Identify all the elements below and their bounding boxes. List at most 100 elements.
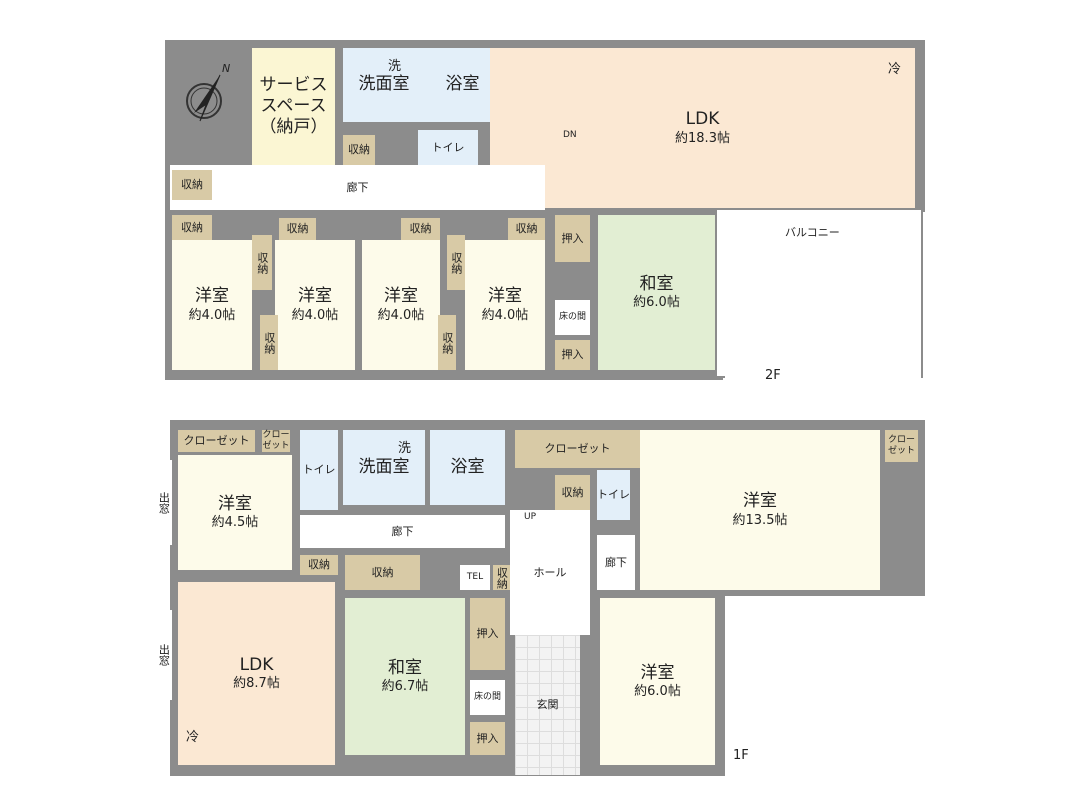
room-size: 約4.0帖 [291, 307, 339, 323]
room-name: サービス スペース （納戸） [259, 74, 328, 138]
room-2f-16: 収納 [252, 235, 272, 290]
room-1f-6: 廊下 [300, 515, 505, 548]
room-1f-9: TEL [460, 565, 490, 590]
room-name: LDK [685, 109, 720, 130]
room-name: 床の間 [473, 691, 501, 702]
room-1f-7: 収納 [300, 555, 338, 575]
room-name: トイレ [431, 140, 465, 154]
room-name: 収納 [440, 331, 454, 354]
room-name: 和室 [388, 657, 422, 678]
floor-label-1f: 1F [733, 748, 749, 763]
room-name: 収納 [181, 220, 203, 234]
room-name: ホール [533, 565, 567, 579]
room-1f-13: トイレ [597, 470, 630, 520]
room-2f-22: 押入 [555, 340, 590, 370]
room-name: クロー ゼット [887, 434, 915, 456]
room-2f-13: 収納 [279, 218, 316, 240]
room-2f-4: トイレ [418, 130, 478, 165]
room-name: 出窓 [157, 491, 171, 514]
room-2f-10: 洋室約4.0帖 [275, 240, 355, 370]
room-name: 浴室 [450, 456, 485, 477]
room-1f-0: クローゼット [178, 430, 255, 452]
fridge-2f: 冷 [888, 62, 902, 77]
room-name: 廊下 [391, 524, 414, 538]
room-name: 収納 [348, 143, 370, 157]
room-name: トイレ [597, 488, 630, 502]
room-name: 収納 [286, 222, 309, 236]
room-name: LDK [239, 654, 274, 675]
room-name: 廊下 [346, 180, 369, 194]
room-1f-3: トイレ [300, 430, 338, 510]
room-name: 洋室 [743, 491, 777, 512]
room-name: 洋室 [640, 662, 675, 683]
room-name: 洋室 [298, 286, 332, 307]
balcony-cutout [725, 250, 921, 385]
room-size: 約6.0帖 [634, 684, 681, 699]
stairs-up-label: UP [524, 512, 537, 522]
room-name: 収納 [308, 558, 330, 572]
room-name: 洋室 [488, 286, 522, 307]
room-1f-21: 床の間 [470, 680, 505, 715]
washer-2f: 洗 [388, 59, 402, 74]
room-1f-22: 押入 [470, 722, 505, 755]
room-1f-5: 浴室 [430, 430, 505, 505]
compass-north-label: N [222, 62, 231, 75]
room-size: 約4.0帖 [377, 307, 425, 323]
room-2f-1: 洗面室 [343, 48, 425, 122]
room-1f-1: クロー ゼット [262, 430, 290, 452]
room-name: 洗面室 [358, 74, 410, 95]
room-name: 和室 [639, 273, 674, 294]
room-2f-11: 洋室約4.0帖 [362, 240, 440, 370]
room-size: 約4.5帖 [211, 515, 259, 530]
room-2f-6: 廊下 [170, 165, 545, 210]
room-size: 約18.3帖 [675, 130, 730, 146]
room-name: 押入 [561, 348, 584, 362]
room-size: 約4.0帖 [481, 307, 529, 323]
room-name: 洋室 [384, 286, 418, 307]
room-name: クローゼット [183, 434, 250, 448]
room-name: 廊下 [605, 555, 627, 569]
fridge-1f: 冷 [186, 730, 200, 745]
room-name: 収納 [371, 565, 394, 579]
room-name: 洗面室 [358, 456, 410, 477]
room-name: 収納 [495, 566, 509, 589]
room-name: 押入 [561, 231, 584, 245]
room-name: 収納 [255, 251, 269, 274]
room-1f-17: クロー ゼット [885, 430, 918, 462]
room-2f-23: 和室約6.0帖 [598, 215, 715, 370]
room-2f-7: 収納 [172, 170, 212, 200]
room-1f-15: ホール [510, 510, 590, 635]
room-2f-14: 収納 [401, 218, 440, 240]
room-name: 玄関 [536, 698, 559, 712]
room-size: 約4.0帖 [188, 307, 236, 323]
room-name: クロー ゼット [262, 429, 290, 451]
room-name: 出窓 [157, 644, 171, 666]
room-name: TEL [466, 571, 484, 582]
floor-label-2f: 2F [765, 368, 781, 383]
room-1f-23: 玄関 [515, 635, 580, 775]
room-size: 約6.0帖 [633, 295, 680, 310]
room-size: 約6.7帖 [381, 679, 429, 694]
room-2f-15: 収納 [508, 218, 545, 240]
room-name: クローゼット [544, 442, 611, 456]
room-name: 収納 [515, 222, 538, 236]
room-name: 収納 [409, 222, 432, 236]
room-1f-26: 出窓 [155, 610, 172, 700]
room-name: 収納 [262, 331, 276, 354]
room-size: 約8.7帖 [233, 676, 280, 691]
room-1f-16: 洋室約13.5帖 [640, 430, 880, 590]
room-name: 収納 [561, 485, 584, 499]
room-size: 約13.5帖 [732, 512, 788, 528]
stairs-dn-label: DN [563, 130, 577, 140]
room-name: 床の間 [558, 311, 586, 322]
room-1f-14: 廊下 [597, 535, 635, 590]
room-name: 押入 [476, 731, 499, 745]
room-1f-20: 押入 [470, 598, 505, 670]
room-1f-2: 洋室約4.5帖 [178, 455, 292, 570]
room-1f-11: クローゼット [515, 430, 640, 468]
room-name: 収納 [449, 251, 463, 274]
room-1f-10: 収納 [493, 565, 510, 590]
